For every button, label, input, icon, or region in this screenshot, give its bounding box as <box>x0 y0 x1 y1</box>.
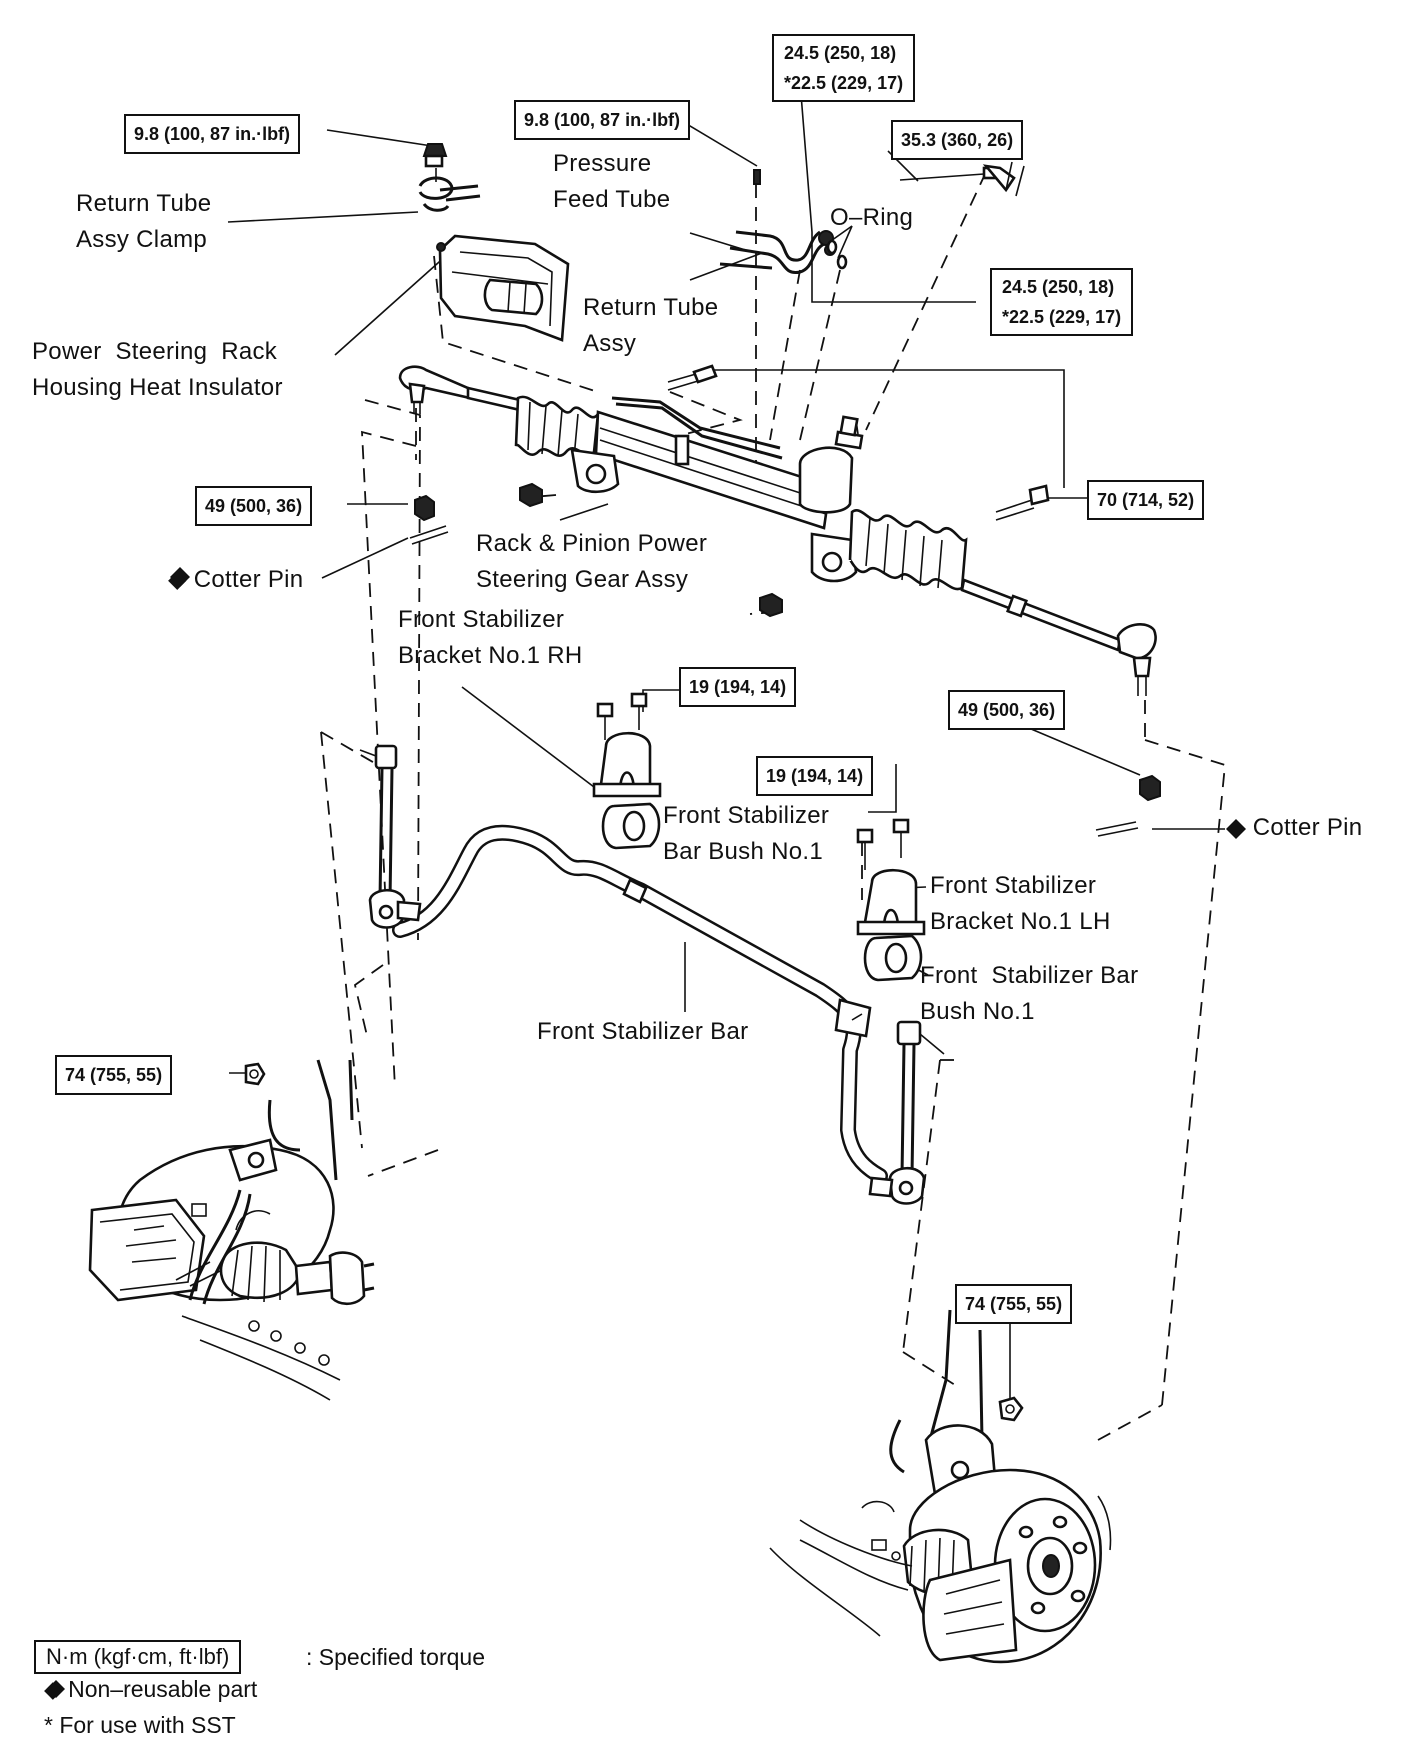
stabilizer-links-part <box>359 744 945 1205</box>
assembly-dashed-lines <box>320 171 1226 1441</box>
torque-union-upper-line1: 24.5 (250, 18) <box>784 43 897 63</box>
right-knuckle-assembly <box>769 1309 1112 1664</box>
heat-insulator-part <box>436 234 570 342</box>
diamond-icon-left <box>170 567 190 587</box>
return-tube-clamp-part <box>418 143 481 212</box>
torque-box-link-nut-left: 74 (755, 55) <box>55 1055 173 1095</box>
label-stab-bush-lh: Front Stabilizer Bar Bush No.1 <box>920 962 1139 1025</box>
tie-rod-nuts-and-pins <box>409 494 1161 837</box>
torque-box-bracket-bolt: 35.3 (360, 26) <box>891 120 1024 160</box>
torque-box-union-lower: 24.5 (250, 18) *22.5 (229, 17) <box>990 268 1134 336</box>
torque-box-gear-mount-bolt: 70 (714, 52) <box>1087 480 1205 520</box>
diamond-icon-legend <box>47 1680 65 1698</box>
torque-union-lower-line2: *22.5 (229, 17) <box>1002 307 1122 327</box>
label-return-tube-assy: Return Tube Assy <box>583 294 719 357</box>
torque-box-tie-rod-nut-left: 49 (500, 36) <box>195 486 313 526</box>
stabilizer-bar-part <box>392 824 888 1184</box>
label-stab-bracket-lh: Front Stabilizer Bracket No.1 LH <box>930 872 1111 935</box>
torque-box-stab-bracket-lh: 19 (194, 14) <box>756 756 874 796</box>
torque-union-upper-line2: *22.5 (229, 17) <box>784 73 904 93</box>
label-rack-pinion: Rack & Pinion Power Steering Gear Assy <box>476 530 708 593</box>
diamond-icons <box>47 567 1246 1698</box>
label-heat-insulator: Power Steering Rack Housing Heat Insulat… <box>32 338 283 401</box>
legend-torque-unit-box: N·m (kgf·cm, ft·lbf) <box>34 1640 242 1674</box>
label-pressure-feed-tube: Pressure Feed Tube <box>553 150 671 213</box>
stabilizer-brackets-and-bushes <box>592 692 926 982</box>
legend-sst-note: * For use with SST <box>44 1712 236 1738</box>
torque-box-clamp-nut: 9.8 (100, 87 in.·lbf) <box>124 114 301 154</box>
legend-non-reusable: ◆ Non–reusable part <box>44 1676 258 1702</box>
torque-box-feed-tube-bolt: 9.8 (100, 87 in.·lbf) <box>514 100 691 140</box>
diamond-icon-right <box>1226 819 1246 839</box>
rack-and-pinion-assembly <box>398 364 1157 696</box>
label-o-ring: O–Ring <box>830 204 914 231</box>
left-knuckle-assembly <box>88 1059 375 1401</box>
torque-box-stab-bracket-rh: 19 (194, 14) <box>679 667 797 707</box>
torque-union-lower-line1: 24.5 (250, 18) <box>1002 277 1115 297</box>
pressure-tubes-part <box>719 161 1025 275</box>
label-stab-bush-rh: Front Stabilizer Bar Bush No.1 <box>663 802 830 865</box>
link-nuts <box>244 1062 1024 1422</box>
leader-lines <box>227 93 1225 1402</box>
torque-box-tie-rod-nut-right: 49 (500, 36) <box>948 690 1066 730</box>
label-stab-bracket-rh: Front Stabilizer Bracket No.1 RH <box>398 606 583 669</box>
label-cotter-pin-right: ◆ Cotter Pin <box>1227 814 1363 841</box>
legend-torque-description: : Specified torque <box>306 1644 486 1670</box>
torque-box-link-nut-right: 74 (755, 55) <box>955 1284 1073 1324</box>
label-stab-bar: Front Stabilizer Bar <box>537 1018 749 1045</box>
label-cotter-pin-left: ◆ Cotter Pin <box>168 566 304 593</box>
torque-box-union-upper: 24.5 (250, 18) *22.5 (229, 17) <box>772 34 916 102</box>
label-return-tube-clamp: Return Tube Assy Clamp <box>76 190 212 253</box>
